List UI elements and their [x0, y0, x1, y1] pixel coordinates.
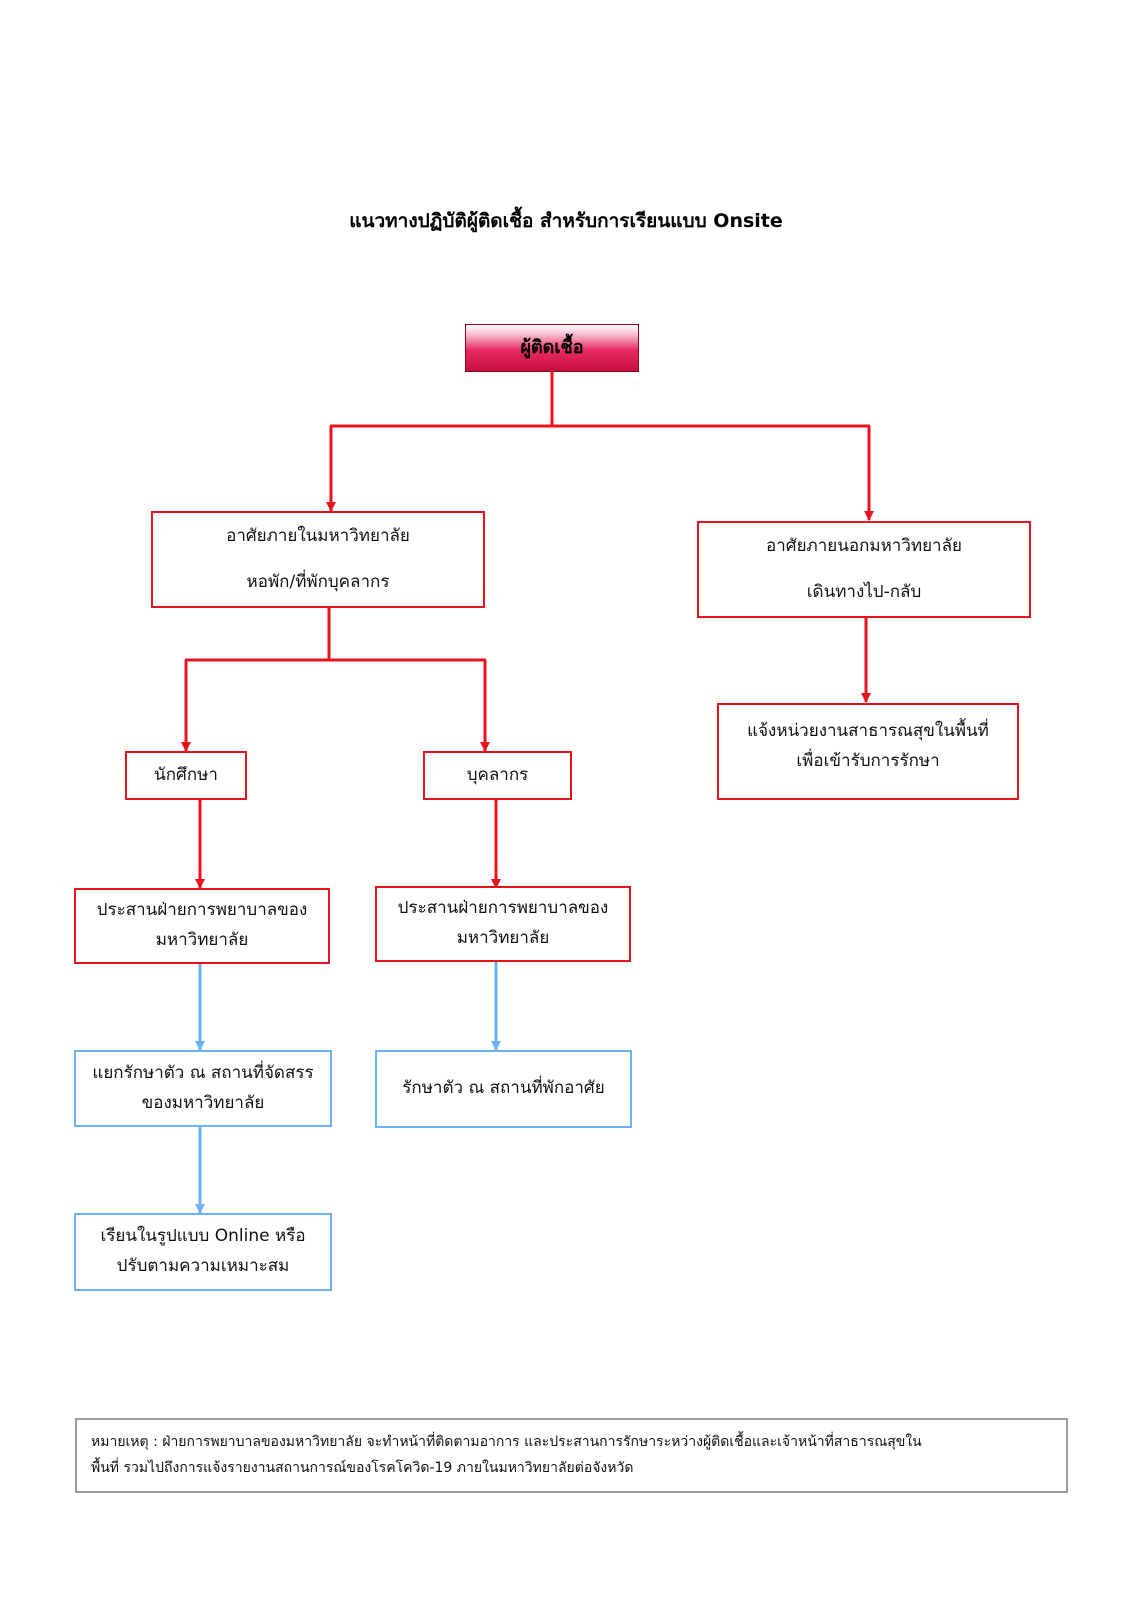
node-coordinate-nursing-student: ประสานฝ่ายการพยาบาลของ มหาวิทยาลัย — [74, 888, 330, 964]
node-staff-label: บุคลากร — [466, 764, 529, 785]
node-infected-label: ผู้ติดเชื้อ — [520, 337, 584, 359]
page-title: แนวทางปฏิบัติผู้ติดเชื้อ สำหรับการเรียนแ… — [349, 210, 783, 232]
node-coord-staff-line1: ประสานฝ่ายการพยาบาลของ — [397, 898, 609, 919]
node-isolate-university-site: แยกรักษาตัว ณ สถานที่จัดสรร ของมหาวิทยาล… — [74, 1050, 332, 1127]
node-online-line1: เรียนในรูปแบบ Online หรือ — [100, 1226, 306, 1247]
node-online-line2: ปรับตามความเหมาะสม — [116, 1256, 290, 1276]
node-student-label: นักศึกษา — [154, 764, 218, 785]
node-isolate-line2: ของมหาวิทยาลัย — [141, 1092, 265, 1113]
node-student: นักศึกษา — [125, 751, 247, 800]
node-inside-line1: อาศัยภายในมหาวิทยาลัย — [226, 525, 410, 546]
node-notify-line1: แจ้งหน่วยงานสาธารณสุขในพื้นที่ — [747, 721, 989, 741]
node-notify-public-health: แจ้งหน่วยงานสาธารณสุขในพื้นที่ เพื่อเข้า… — [717, 703, 1019, 800]
node-treat-home-label: รักษาตัว ณ สถานที่พักอาศัย — [402, 1078, 605, 1099]
node-study-online: เรียนในรูปแบบ Online หรือ ปรับตามความเหม… — [74, 1213, 332, 1291]
node-coord-student-line2: มหาวิทยาลัย — [155, 930, 249, 950]
node-infected: ผู้ติดเชื้อ — [465, 324, 639, 372]
node-isolate-line1: แยกรักษาตัว ณ สถานที่จัดสรร — [92, 1062, 314, 1083]
node-outside-university: อาศัยภายนอกมหาวิทยาลัย เดินทางไป-กลับ — [697, 521, 1031, 618]
node-coord-student-line1: ประสานฝ่ายการพยาบาลของ — [96, 900, 308, 921]
node-staff: บุคลากร — [423, 751, 572, 800]
node-inside-line2: หอพัก/ที่พักบุคลากร — [246, 571, 390, 592]
node-inside-university: อาศัยภายในมหาวิทยาลัย หอพัก/ที่พักบุคลาก… — [151, 511, 485, 608]
node-coordinate-nursing-staff: ประสานฝ่ายการพยาบาลของ มหาวิทยาลัย — [375, 886, 631, 962]
node-outside-line1: อาศัยภายนอกมหาวิทยาลัย — [766, 535, 962, 556]
node-outside-line2: เดินทางไป-กลับ — [806, 581, 922, 602]
node-treat-at-residence: รักษาตัว ณ สถานที่พักอาศัย — [375, 1050, 632, 1128]
remark-note: หมายเหตุ : ฝ่ายการพยาบาลของมหาวิทยาลัย จ… — [75, 1418, 1068, 1493]
node-notify-line2: เพื่อเข้ารับการรักษา — [796, 750, 940, 771]
remark-note-line2: พื้นที่ รวมไปถึงการแจ้งรายงานสถานการณ์ขอ… — [91, 1459, 634, 1476]
remark-note-line1: หมายเหตุ : ฝ่ายการพยาบาลของมหาวิทยาลัย จ… — [91, 1434, 922, 1450]
node-coord-staff-line2: มหาวิทยาลัย — [456, 928, 550, 948]
